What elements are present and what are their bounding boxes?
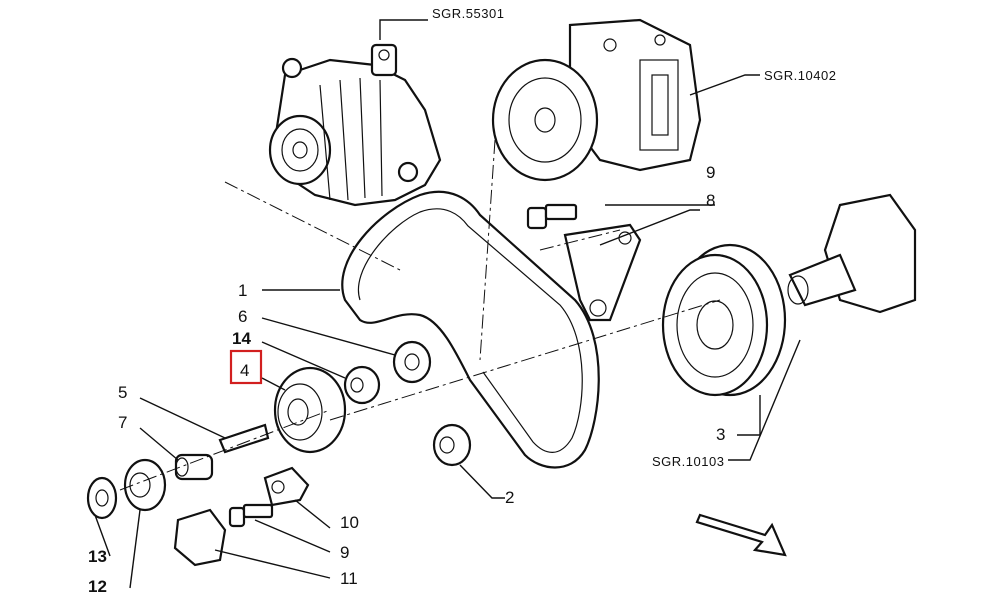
bolt-top — [526, 203, 578, 230]
pump-ref: SGR.10402 — [764, 68, 836, 83]
callout-13: 13 — [88, 547, 107, 566]
dust-cap — [123, 458, 167, 512]
drive-belt — [341, 190, 600, 469]
power-steering-pump — [491, 18, 702, 182]
callout-14: 14 — [232, 329, 251, 348]
alternator — [268, 43, 442, 207]
alternator-ref: SGR.55301 — [432, 6, 504, 21]
callout-12: 12 — [88, 577, 107, 596]
sleeve — [174, 453, 214, 481]
stud — [218, 423, 270, 454]
callout-9-bottom: 9 — [340, 543, 349, 562]
pulley-cover — [173, 508, 227, 567]
crank-pulley — [661, 243, 787, 397]
tensioner-bracket — [563, 223, 642, 322]
callout-3: 3 — [716, 425, 725, 444]
callout-10: 10 — [340, 513, 359, 532]
spacer — [392, 340, 432, 384]
callout-7: 7 — [118, 413, 127, 432]
leader-lines — [94, 19, 801, 589]
bushing — [343, 365, 381, 405]
bolt-bottom — [228, 503, 274, 528]
callout-6: 6 — [238, 307, 247, 326]
crank-pulley-ref: SGR.10103 — [652, 454, 724, 469]
highlight-box-callout-4 — [229, 349, 263, 385]
callout-1: 1 — [238, 281, 247, 300]
washer — [86, 476, 118, 520]
crankshaft — [787, 193, 917, 314]
direction-arrow — [695, 513, 787, 557]
callout-9-top: 9 — [706, 163, 715, 182]
callout-5: 5 — [118, 383, 127, 402]
callout-4: 4 — [240, 361, 249, 380]
callout-8: 8 — [706, 191, 715, 210]
callout-2: 2 — [505, 488, 514, 507]
tensioner-nut — [263, 466, 310, 507]
idler-pulley — [273, 366, 347, 454]
belt-guide — [432, 423, 472, 467]
alignment-lines — [119, 139, 721, 491]
callout-11: 11 — [340, 569, 358, 588]
